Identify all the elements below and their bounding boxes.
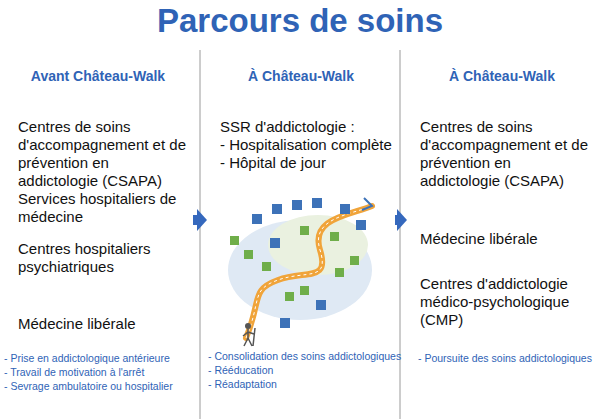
care-item: Services hospitaliers de médecine (18, 190, 190, 226)
column-heading: À Château-Walk (408, 68, 596, 85)
road-path (246, 206, 372, 338)
note-text: - Réadaptation (208, 378, 394, 391)
icon-group (252, 198, 366, 328)
separator-line (200, 50, 201, 419)
column-band: À Château-WalkSSR d'addictologie :- Hosp… (208, 62, 394, 412)
road-marking (246, 206, 372, 338)
note-text: - Sevrage ambulatoire ou hospitalier (4, 380, 192, 393)
separator-line (400, 50, 401, 419)
column-band: À Château-WalkCentres de soins d'accompa… (408, 62, 596, 412)
note-text: - Prise en addictologique antérieure (4, 352, 192, 365)
house-icon (362, 198, 372, 210)
care-item: Médecine libérale (420, 230, 592, 248)
care-item: SSR d'addictologie : (220, 118, 392, 136)
note-text: - Travail de motivation à l'arrêt (4, 366, 192, 379)
diagram-title: Parcours de soins (0, 2, 600, 40)
column-heading: À Château-Walk (208, 68, 394, 85)
care-item: - Hospitalisation complète (220, 136, 392, 154)
care-item: Centres de soins d'accompagnement et de … (18, 118, 190, 190)
care-item: - Hôpital de jour (220, 154, 392, 172)
care-item: Centres hospitaliers psychiatriques (18, 240, 190, 276)
care-item: Centres d'addictologie médico-psychologi… (420, 275, 592, 329)
column-band: Avant Château-WalkCentres de soins d'acc… (4, 62, 192, 412)
flow-arrow (395, 209, 407, 231)
note-text: - Poursuite des soins addictologiques (418, 352, 596, 365)
walker-head (245, 323, 251, 329)
care-item: Médecine libérale (18, 315, 190, 333)
walker-figure (243, 328, 255, 346)
note-text: - Consolidation des soins addictologique… (208, 350, 394, 363)
care-item: Centres de soins d'accompagnement et de … (420, 118, 592, 190)
flow-arrow (193, 209, 207, 231)
note-text: - Rééducation (208, 364, 394, 377)
icon-group (230, 226, 359, 301)
column-heading: Avant Château-Walk (4, 68, 192, 85)
